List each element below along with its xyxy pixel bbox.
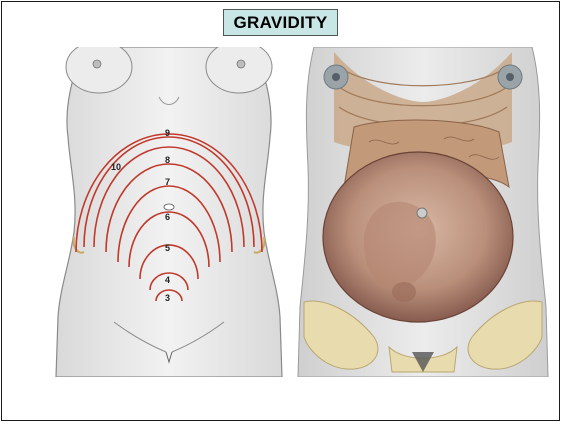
pregnant-anatomy-illustration [294, 47, 552, 377]
anatomy-figure [294, 47, 552, 377]
fundal-label-3: 3 [165, 293, 170, 303]
fundal-label-8: 8 [165, 155, 170, 165]
fundal-label-7: 7 [165, 177, 170, 187]
fundal-label-6: 6 [165, 212, 170, 222]
torso-outline-illustration: 3 4 5 6 7 8 9 10 [54, 47, 284, 377]
fundal-height-diagram: 3 4 5 6 7 8 9 10 [54, 47, 284, 377]
fundal-label-10: 10 [111, 162, 121, 172]
fundal-label-5: 5 [165, 243, 170, 253]
navel-icon-right [417, 208, 427, 218]
fundal-label-4: 4 [165, 275, 170, 285]
slide-title: GRAVIDITY [223, 9, 338, 36]
fundal-label-9: 9 [165, 128, 170, 138]
navel-icon [164, 204, 174, 210]
